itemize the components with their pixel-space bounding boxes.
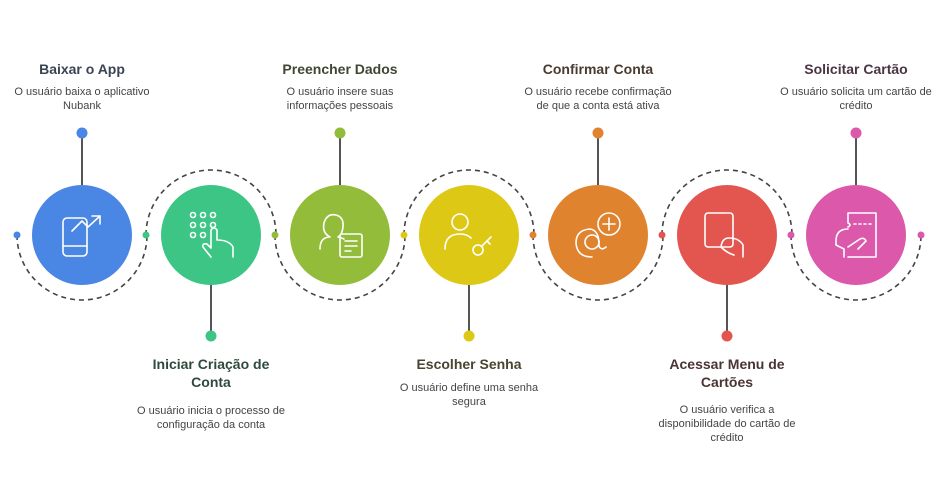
step-5-label: Confirmar Conta O usuário recebe confirma… (508, 60, 688, 113)
user-form-icon (319, 213, 363, 258)
hand-card-icon (704, 212, 744, 258)
path-dot (917, 231, 925, 239)
step-title: Preencher Dados (282, 61, 398, 77)
dashed-arc-connector (145, 169, 277, 236)
phone-growth-icon (62, 215, 101, 257)
path-dot (787, 231, 795, 239)
dashed-arc-connector (790, 234, 922, 301)
step-circle (32, 185, 132, 285)
connector-dot (592, 127, 604, 139)
connector-dot (850, 127, 862, 139)
dashed-arc-connector (532, 234, 664, 301)
step-circle (419, 185, 519, 285)
step-title: Baixar o App (39, 61, 125, 77)
step-title: Escolher Senha (416, 356, 522, 372)
step-circle (677, 185, 777, 285)
dashed-arc-connector (403, 169, 535, 236)
step-desc: O usuário insere suas informações pessoa… (286, 86, 394, 112)
connector-dot (205, 330, 217, 342)
step-desc: O usuário recebe confirmação de que a co… (524, 86, 672, 112)
step-circle (806, 185, 906, 285)
step-title: Solicitar Cartão (804, 61, 908, 77)
step-desc: O usuário solicita um cartão de crédito (780, 86, 932, 112)
credit-request-icon (835, 212, 877, 258)
user-key-icon (444, 213, 492, 256)
step-1 (13, 127, 148, 301)
path-dot (658, 231, 666, 239)
dashed-arc-connector (16, 234, 148, 301)
step-desc: O usuário define uma senha segura (399, 382, 539, 408)
path-dot (400, 231, 408, 239)
step-1-label: Baixar o App O usuário baixa o aplicativo… (0, 60, 172, 113)
step-title: Iniciar Criação de Conta (152, 356, 270, 390)
keypad-touch-icon (189, 211, 234, 258)
step-3 (271, 127, 406, 301)
step-2-label: Iniciar Criação de Conta O usuário inicia… (121, 355, 301, 432)
step-desc: O usuário verifica a disponibilidade do … (658, 404, 796, 444)
step-5 (529, 127, 664, 301)
connector-dot (463, 330, 475, 342)
connector-dot (721, 330, 733, 342)
path-dot (142, 231, 150, 239)
path-dot (13, 231, 21, 239)
step-6-label: Acessar Menu de Cartões O usuário verific… (637, 355, 817, 445)
connector-dot (334, 127, 346, 139)
step-7 (787, 127, 925, 301)
step-6 (658, 169, 793, 342)
path-dot (529, 231, 537, 239)
at-plus-icon (575, 212, 621, 258)
connector-dot (76, 127, 88, 139)
path-dot (271, 231, 279, 239)
step-2 (142, 169, 277, 342)
step-3-label: Preencher Dados O usuário insere suas inf… (250, 60, 430, 113)
step-4-label: Escolher Senha O usuário define uma senha… (379, 355, 559, 409)
dashed-arc-connector (274, 234, 406, 301)
step-4 (400, 169, 535, 342)
step-desc: O usuário inicia o processo de configura… (137, 405, 285, 431)
dashed-arc-connector (661, 169, 793, 236)
step-7-label: Solicitar Cartão O usuário solicita um ca… (766, 60, 940, 113)
step-desc: O usuário baixa o aplicativo Nubank (14, 86, 150, 112)
step-title: Confirmar Conta (542, 61, 654, 77)
step-title: Acessar Menu de Cartões (669, 356, 785, 390)
